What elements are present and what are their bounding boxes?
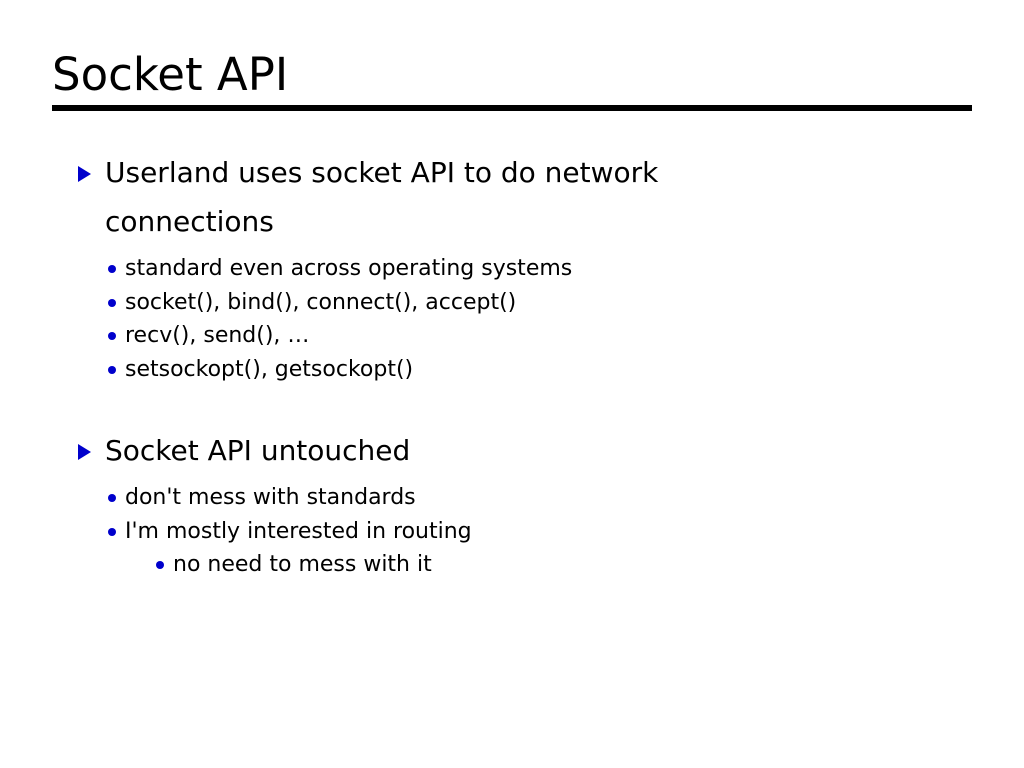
- bullet-level2-item: don't mess with standards: [66, 481, 966, 515]
- bullet-level2-item: setsockopt(), getsockopt(): [66, 353, 966, 387]
- bullet-level3-item: no need to mess with it: [66, 548, 966, 582]
- bullet-level2-item: I'm mostly interested in routing: [66, 515, 966, 549]
- triangle-bullet-icon: [78, 166, 91, 182]
- group-spacer: [66, 386, 966, 426]
- bullet-level2-label: standard even across operating systems: [125, 256, 573, 281]
- dot-bullet-icon: [108, 494, 116, 502]
- bullet-level2-item: socket(), bind(), connect(), accept(): [66, 286, 966, 320]
- dot-bullet-icon: [108, 298, 116, 307]
- bullet-level2-label: I'm mostly interested in routing: [125, 518, 472, 544]
- bullet-level2-label: don't mess with standards: [125, 485, 416, 510]
- dot-bullet-icon: [156, 561, 164, 569]
- bullet-level1-item: Userland uses socket API to do network c…: [66, 148, 805, 246]
- dot-bullet-icon: [108, 527, 116, 536]
- bullet-level3-label: no need to mess with it: [173, 552, 432, 577]
- bullet-level2-label: recv(), send(), …: [125, 323, 310, 348]
- bullet-level2-item: standard even across operating systems: [66, 252, 966, 286]
- bullet-level1-label: Socket API untouched: [105, 434, 411, 467]
- bullet-level2-label: socket(), bind(), connect(), accept(): [125, 289, 517, 315]
- title-underline-rule: [52, 105, 972, 111]
- bullet-level2-item: recv(), send(), …: [66, 319, 966, 353]
- dot-bullet-icon: [108, 265, 116, 273]
- slide-body: Userland uses socket API to do network c…: [66, 148, 966, 582]
- dot-bullet-icon: [108, 365, 116, 374]
- bullet-level1-item: Socket API untouched: [66, 426, 805, 475]
- page-title: Socket API: [52, 48, 289, 101]
- bullet-level1-label: Userland uses socket API to do network c…: [105, 156, 659, 238]
- title-block: Socket API: [52, 48, 972, 111]
- bullet-group-2: Socket API untouched don't mess with sta…: [66, 426, 966, 582]
- triangle-bullet-icon: [78, 444, 91, 460]
- bullet-level2-label: setsockopt(), getsockopt(): [125, 356, 414, 382]
- bullet-group-1: Userland uses socket API to do network c…: [66, 148, 966, 386]
- dot-bullet-icon: [108, 332, 116, 340]
